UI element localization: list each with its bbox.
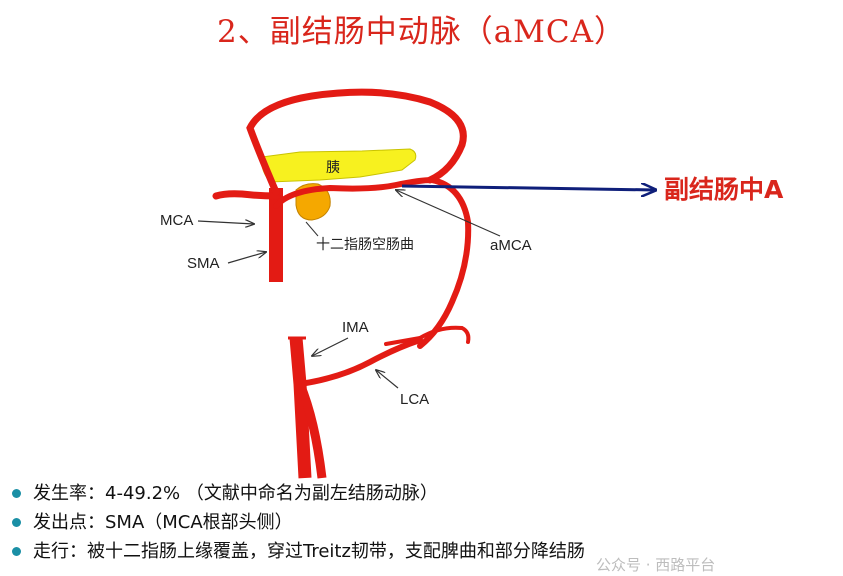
duodenum-pointer [306, 222, 318, 236]
sma-pointer [228, 252, 266, 263]
bullet-text: 发出点：SMA（MCA根部头侧） [33, 512, 293, 533]
amca-label: aMCA [490, 237, 532, 254]
bullet-item: 发出点：SMA（MCA根部头侧） [10, 508, 840, 537]
bullet-item: 走行：被十二指肠上缘覆盖，穿过Treitz韧带，支配脾曲和部分降结肠 [10, 537, 840, 566]
mca-artery [216, 194, 276, 196]
lca-label: LCA [400, 391, 429, 408]
mca-label: MCA [160, 212, 193, 229]
ima-pointer [312, 338, 348, 356]
descending-marginal-artery [420, 180, 468, 346]
sma-label: SMA [187, 255, 220, 272]
bullet-text: 走行：被十二指肠上缘覆盖，穿过Treitz韧带，支配脾曲和部分降结肠 [33, 541, 585, 562]
bullet-list: 发生率：4-49.2% （文献中命名为副左结肠动脉） 发出点：SMA（MCA根部… [10, 479, 840, 566]
pancreas-label: 胰 [326, 160, 340, 176]
bullet-item: 发生率：4-49.2% （文献中命名为副左结肠动脉） [10, 479, 840, 508]
bullet-dot-icon [12, 518, 21, 527]
amca-pointer [396, 190, 500, 236]
ima-label: IMA [342, 319, 369, 336]
aorta-lower [296, 338, 305, 478]
bullet-dot-icon [12, 547, 21, 556]
lca-pointer [376, 370, 398, 388]
mca-pointer [198, 221, 254, 224]
bullet-dot-icon [12, 489, 21, 498]
callout-arrow [402, 186, 655, 190]
bullet-text: 发生率：4-49.2% （文献中命名为副左结肠动脉） [33, 483, 438, 504]
duodenum-label: 十二指肠空肠曲 [316, 237, 414, 253]
callout-label: 副结肠中A [664, 175, 784, 204]
lca-artery [300, 340, 420, 384]
watermark: 公众号 · 西路平台 [596, 554, 715, 575]
